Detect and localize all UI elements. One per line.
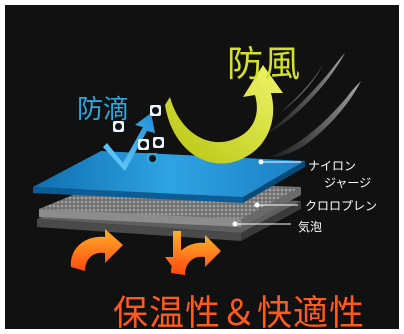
diagram-panel: 防風 防滴 ナイロン ジャージ クロロプレン 気泡 保温性＆快適性 xyxy=(5,5,399,329)
warm-arrow-icon xyxy=(70,229,221,275)
layer-label-jersey: ジャージ xyxy=(324,176,372,190)
water-droplet-icon xyxy=(113,105,164,164)
layer-label-nylon: ナイロン xyxy=(308,159,357,173)
slogan-text: 保温性＆快適性 xyxy=(113,294,366,329)
material-layers-diagram xyxy=(33,53,361,275)
water-arrow-icon xyxy=(103,113,155,171)
windproof-label: 防風 xyxy=(227,44,302,85)
leader-lines xyxy=(232,159,301,227)
layer-label-foam: 気泡 xyxy=(298,220,323,234)
nylon-jersey-layer xyxy=(33,151,305,203)
wind-arrow-icon xyxy=(165,65,283,164)
drip-proof-label: 防滴 xyxy=(77,95,130,125)
layer-label-chloroprene: クロロプレン xyxy=(305,199,378,213)
